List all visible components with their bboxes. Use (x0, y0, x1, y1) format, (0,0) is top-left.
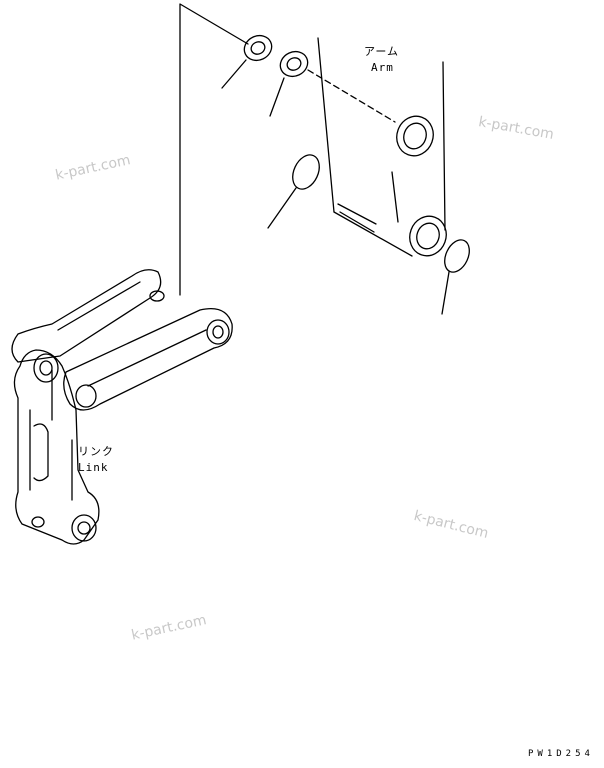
shim-2 (441, 239, 470, 315)
link-bar-upper (11, 269, 165, 363)
arm-body (317, 37, 446, 257)
leader-pin-line (179, 3, 249, 296)
arm-label-jp: アーム (364, 45, 400, 58)
link-label-jp: リンク (78, 445, 114, 458)
drawing-code: PW1D254 (528, 749, 594, 759)
washer-2 (269, 50, 396, 123)
link-label-en: Link (78, 461, 109, 474)
arm-bushing-upper (396, 115, 434, 157)
link-body (13, 349, 100, 545)
shim-1 (267, 154, 320, 229)
arm-bushing-lower (409, 215, 447, 257)
arm-label-en: Arm (371, 61, 394, 74)
washer-1 (221, 34, 273, 89)
link-bar-lower (63, 307, 233, 411)
